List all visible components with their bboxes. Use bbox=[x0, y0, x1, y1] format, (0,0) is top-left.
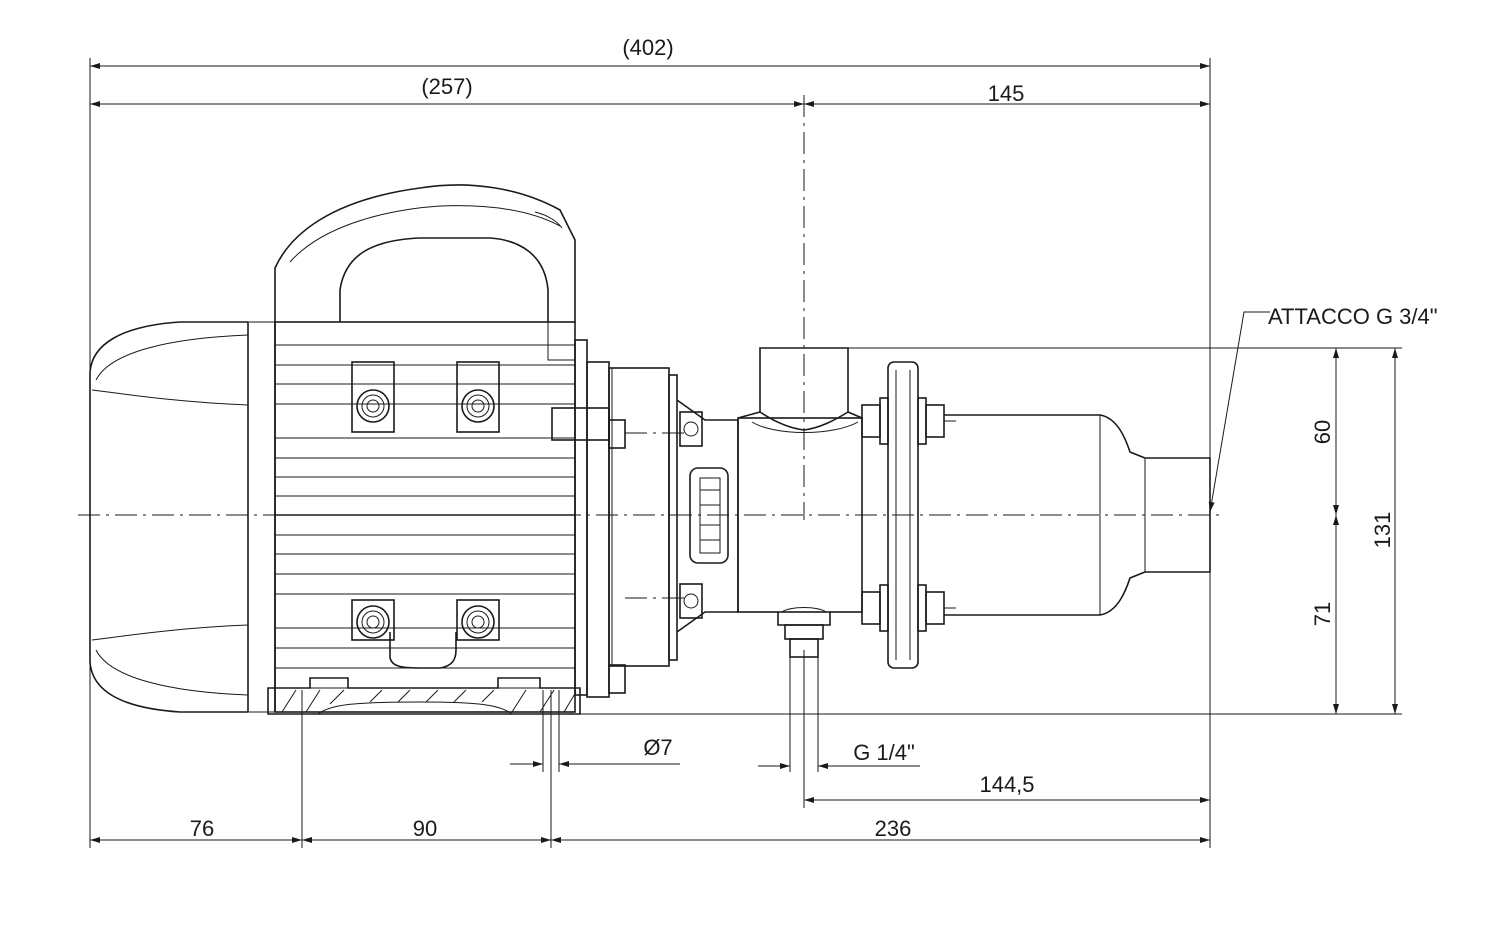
motor-end-shield bbox=[551, 339, 678, 698]
cooling-fins bbox=[275, 344, 575, 689]
pump-casing bbox=[737, 347, 863, 658]
extension-lines bbox=[89, 58, 1402, 848]
dim-total-height: 131 bbox=[1370, 512, 1395, 549]
motor-body bbox=[274, 321, 576, 713]
dim-port-to-end: 144,5 bbox=[979, 772, 1034, 797]
dim-hole-diameter: Ø7 bbox=[643, 735, 672, 760]
carry-handle bbox=[274, 184, 576, 322]
dim-upper-height: 60 bbox=[1310, 420, 1335, 444]
center-lines bbox=[78, 95, 1225, 599]
callout-connection: ATTACCO G 3/4" bbox=[1268, 304, 1438, 329]
dim-pump-length: 145 bbox=[988, 81, 1025, 106]
motor-foot bbox=[267, 677, 581, 715]
dim-drain-thread: G 1/4" bbox=[853, 740, 915, 765]
dim-motor-length: (257) bbox=[421, 74, 472, 99]
dim-foot-spacing: 90 bbox=[413, 816, 437, 841]
foot-hatching bbox=[281, 689, 577, 713]
motor-fan-cover bbox=[89, 321, 276, 713]
dim-lower-height: 71 bbox=[1310, 602, 1335, 626]
dim-foot-offset: 76 bbox=[190, 816, 214, 841]
dimension-lines bbox=[90, 63, 1398, 843]
lantern-bracket bbox=[676, 399, 739, 633]
dimension-labels: (402) (257) 145 76 90 236 144,5 Ø7 G 1/4… bbox=[190, 35, 1438, 841]
dim-overall-length: (402) bbox=[622, 35, 673, 60]
dim-foot-to-end: 236 bbox=[875, 816, 912, 841]
pump-flange bbox=[861, 361, 956, 669]
